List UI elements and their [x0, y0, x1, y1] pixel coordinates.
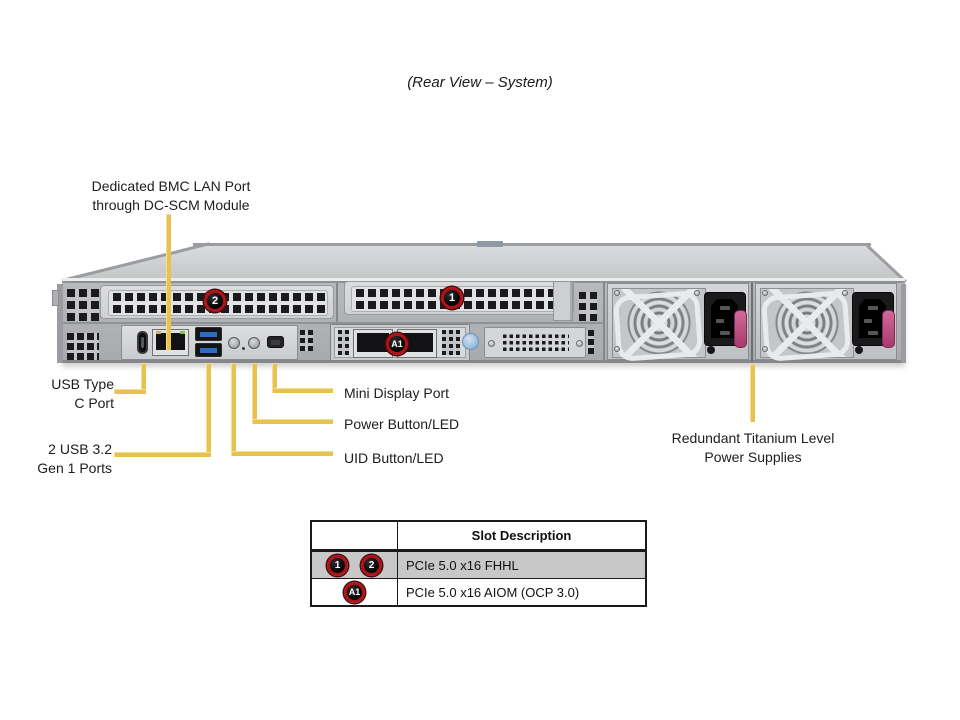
lan-led-amber — [156, 331, 161, 334]
table-row-pcie-aiom: A1 PCIe 5.0 x16 AIOM (OCP 3.0) — [310, 578, 647, 607]
vent-grid-io-right — [300, 330, 313, 351]
lid-highlight — [62, 278, 905, 281]
psu2-handle — [760, 290, 852, 362]
psu-label-line2: Power Supplies — [704, 449, 802, 465]
usb-32-label: 2 USB 3.2 Gen 1 Ports — [16, 440, 112, 478]
table-badge-cell-1: 1 2 — [310, 550, 398, 579]
usb-c-leader-horizontal — [114, 389, 146, 394]
psu1-handle — [612, 290, 704, 362]
left-mount-tab — [52, 290, 59, 306]
power-leader-vertical — [252, 363, 257, 424]
psu-leader-line — [750, 364, 755, 422]
uid-button — [228, 337, 240, 349]
power-button-label: Power Button/LED — [344, 416, 460, 432]
lid-rivet-right — [521, 243, 525, 246]
psu1-fan-grille — [612, 288, 706, 358]
psu2-screw-tr — [842, 290, 848, 296]
usb-32-port-1 — [195, 327, 222, 341]
aiom-slot-badge: A1 — [386, 333, 408, 355]
usb-c-slot — [141, 337, 144, 348]
table-header-badge-cell — [310, 520, 398, 552]
mini-dp-label: Mini Display Port — [344, 385, 450, 401]
blank-filler-plate — [484, 327, 586, 358]
usb-c-label-line1: USB Type — [51, 376, 114, 392]
usb-32-leader-vertical — [206, 363, 211, 457]
riser-latch — [553, 281, 573, 321]
psu-zone-divider — [603, 282, 605, 362]
uid-leader-horizontal — [231, 451, 333, 456]
psu2-release-lever — [882, 310, 895, 348]
slot-1-badge: 1 — [441, 287, 463, 309]
aiom-vents-right — [442, 330, 460, 355]
lan-led-green — [180, 331, 185, 334]
psu1-screw-bl — [614, 346, 620, 352]
usb-c-label-line2: C Port — [74, 395, 114, 411]
aiom-vents-left — [338, 330, 349, 355]
chassis-top-lid — [62, 244, 905, 281]
psu2-power-inlet — [852, 292, 894, 346]
vent-grid-prepsu-upper — [579, 292, 597, 321]
mini-displayport — [267, 336, 284, 348]
usb-32-label-line1: 2 USB 3.2 — [48, 441, 112, 457]
slot-description-table: Slot Description 1 2 PCIe 5.0 x16 FHHL A… — [310, 520, 647, 607]
usb-32-port-2 — [195, 343, 222, 357]
psu-label: Redundant Titanium Level Power Supplies — [640, 429, 866, 467]
left-side-wall — [57, 284, 63, 363]
psu1-hole — [707, 346, 715, 354]
psu1-screw-tr — [694, 290, 700, 296]
power-leader-horizontal — [252, 419, 333, 424]
bay-divider-1 — [336, 283, 338, 322]
psu1-screw-tl — [614, 290, 620, 296]
psu2-screw-bl — [762, 346, 768, 352]
mini-dp-slot — [271, 340, 280, 345]
psu2-screw-tl — [762, 290, 768, 296]
slot-2-badge: 2 — [204, 290, 226, 312]
page-title: (Rear View – System) — [407, 74, 553, 91]
table-badge-1: 1 — [327, 554, 348, 576]
table-header-label: Slot Description — [397, 520, 647, 552]
table-row-pcie-fhhl: 1 2 PCIe 5.0 x16 FHHL — [310, 550, 647, 579]
lid-rivet-left — [455, 243, 459, 246]
bmc-lan-label-line2: through DC-SCM Module — [92, 197, 250, 213]
uid-button-label: UID Button/LED — [344, 450, 444, 466]
lid-latch — [477, 241, 503, 247]
usb-c-leader-vertical — [141, 363, 146, 394]
psu-label-line1: Redundant Titanium Level — [671, 430, 835, 446]
psu2-fan-grille — [760, 288, 854, 358]
table-badge-cell-2: A1 — [310, 578, 398, 607]
usb-c-label: USB Type C Port — [20, 375, 114, 413]
table-desc-pcie-fhhl: PCIe 5.0 x16 FHHL — [397, 550, 647, 579]
panel-horizontal-divider — [63, 322, 605, 324]
table-desc-pcie-aiom: PCIe 5.0 x16 AIOM (OCP 3.0) — [397, 578, 647, 607]
vent-grid-left-upper — [67, 289, 99, 321]
bmc-lan-label: Dedicated BMC LAN Port through DC-SCM Mo… — [55, 177, 287, 215]
usb-32-label-line2: Gen 1 Ports — [37, 460, 112, 476]
usb-32-leader-horizontal — [114, 452, 211, 457]
psu1-release-lever — [734, 310, 747, 348]
psu2-hole — [855, 346, 863, 354]
mini-dp-leader-horizontal — [272, 388, 333, 393]
power-supply-1 — [607, 283, 749, 362]
bmc-lan-label-line1: Dedicated BMC LAN Port — [91, 178, 251, 194]
lid-back-edge — [193, 243, 871, 246]
uid-leader-vertical — [231, 363, 236, 456]
status-led — [242, 347, 245, 350]
bmc-lan-leader-line — [166, 214, 171, 350]
filler-plate-holes — [503, 334, 569, 351]
vent-grid-left-lower — [67, 333, 99, 360]
blue-thumbscrew — [462, 333, 479, 350]
table-badge-2: 2 — [361, 554, 382, 576]
filler-screw-right — [576, 340, 583, 347]
table-badge-a1: A1 — [344, 581, 365, 603]
power-supply-2 — [755, 283, 897, 362]
filler-screw-left — [488, 340, 495, 347]
table-header-row: Slot Description — [310, 520, 647, 552]
power-button — [248, 337, 260, 349]
mini-dp-leader-vertical — [272, 363, 277, 393]
psu-divider — [751, 283, 753, 361]
right-side-wall — [901, 284, 906, 363]
usb-c-port — [137, 331, 148, 354]
